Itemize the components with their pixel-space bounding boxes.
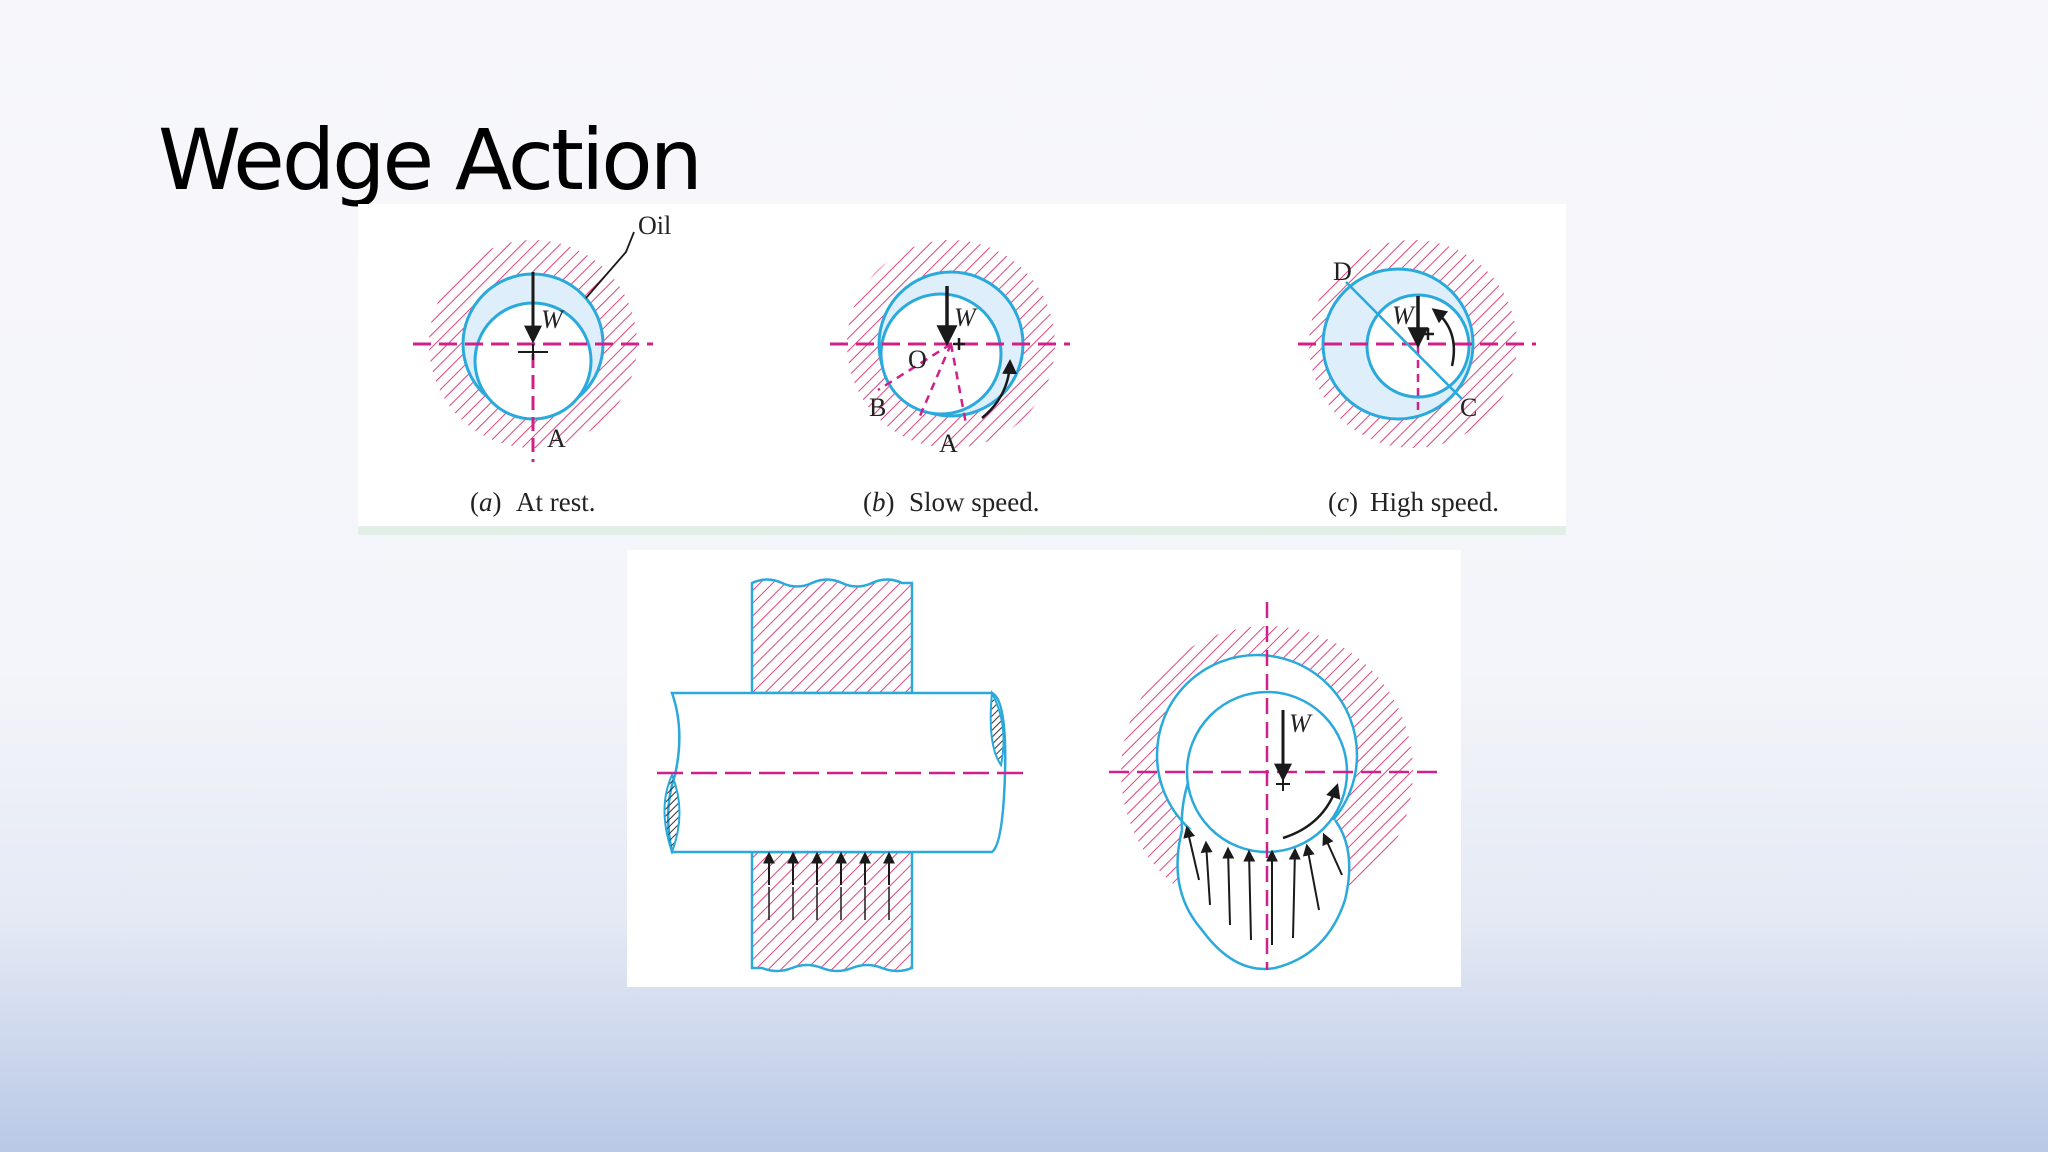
caption-c-letter: (c) xyxy=(1328,487,1358,517)
point-o-label: O xyxy=(908,345,927,374)
diagram-slow-speed: W O B A (b) Slow speed. xyxy=(830,240,1070,517)
caption-a-letter: (a) xyxy=(470,487,502,517)
load-label: W xyxy=(1392,301,1416,330)
load-label: W xyxy=(954,303,978,332)
point-d-label: D xyxy=(1333,257,1352,286)
load-label: W xyxy=(1289,709,1313,738)
caption-b: Slow speed. xyxy=(909,487,1040,517)
point-a-label: A xyxy=(547,424,566,453)
journal-bearing-states-figure: W Oil A (a) At rest. W O B A (b) Slow sp xyxy=(358,204,1566,535)
slide-title: Wedge Action xyxy=(158,111,703,209)
diagram-high-speed: W D C (c) High speed. xyxy=(1298,240,1536,517)
oil-label: Oil xyxy=(638,211,671,240)
caption-c: High speed. xyxy=(1370,487,1499,517)
pressure-distribution-figure: W xyxy=(627,550,1461,987)
bearing-end-view: W xyxy=(1109,602,1439,971)
load-label: W xyxy=(541,305,565,334)
caption-b-letter: (b) xyxy=(863,487,895,517)
diagram-at-rest: W Oil A (a) At rest. xyxy=(413,211,671,517)
caption-a: At rest. xyxy=(516,487,595,517)
point-c-label: C xyxy=(1460,393,1477,422)
bearing-side-view xyxy=(657,578,1029,973)
point-a-label: A xyxy=(939,429,958,458)
point-b-label: B xyxy=(869,393,886,422)
